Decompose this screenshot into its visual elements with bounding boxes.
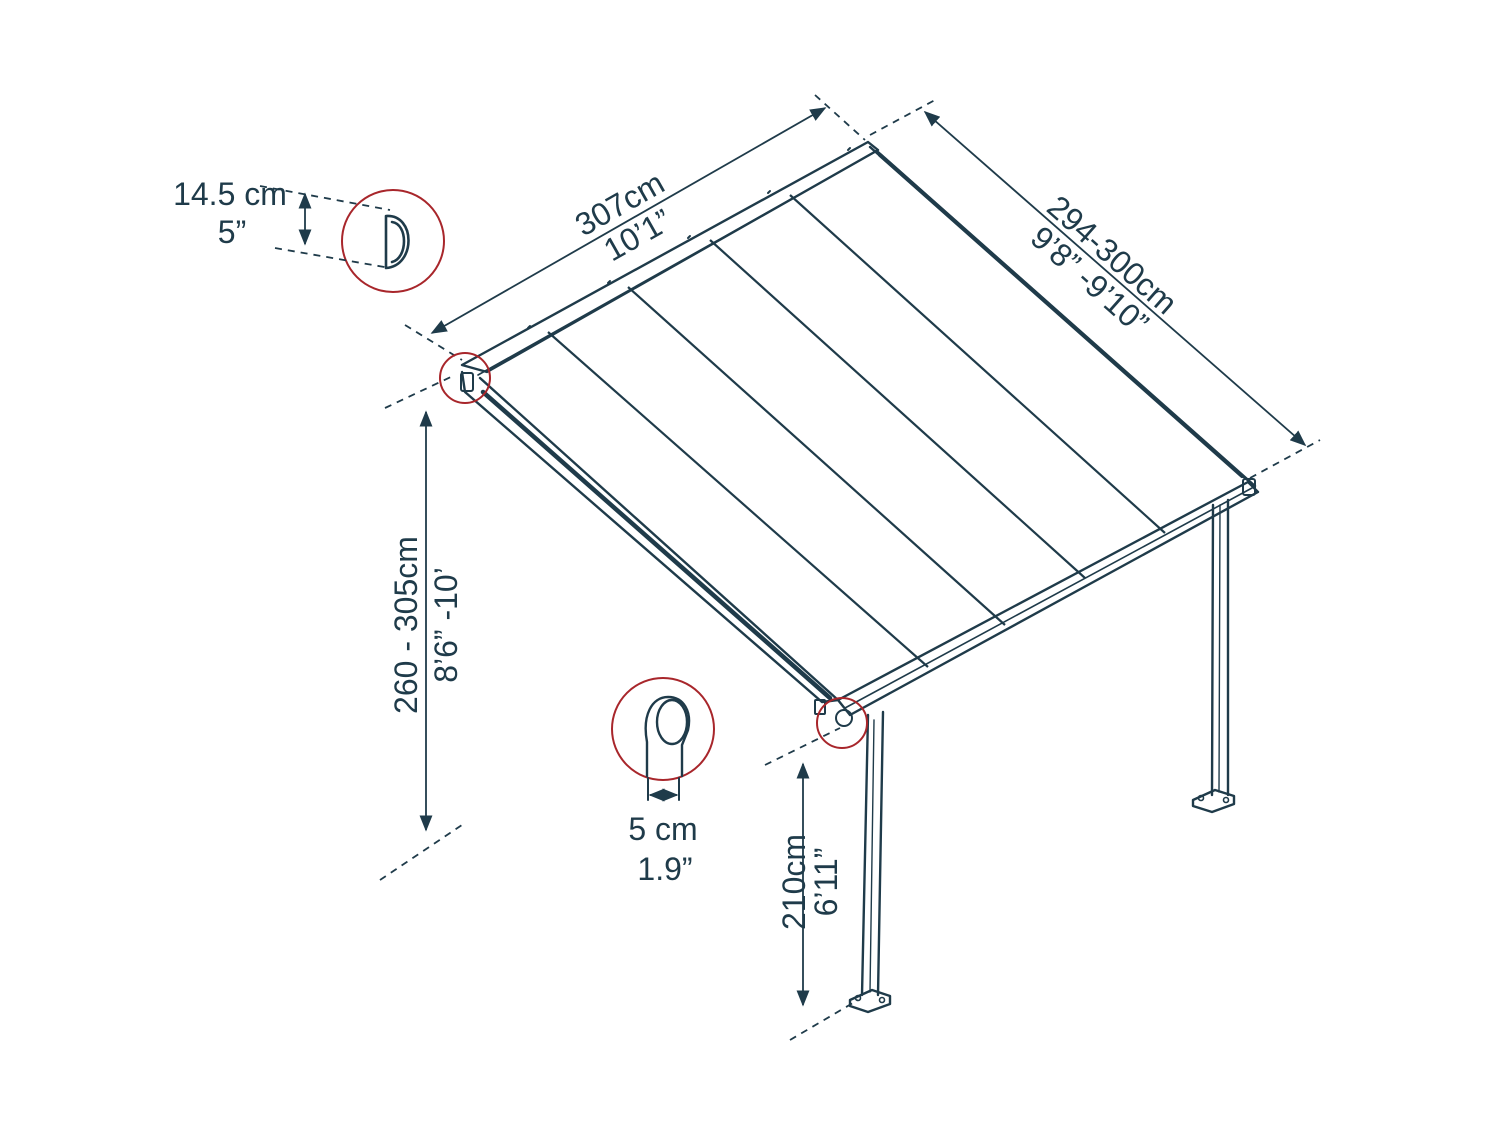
post-corner-detail-circle xyxy=(816,697,868,749)
depth-dimension: 294-300cm 9’8” -9’10” xyxy=(869,99,1321,479)
width-dimension: 307cm 10’1” xyxy=(404,94,866,361)
post-base-front xyxy=(848,988,892,1014)
beam-profile-callout: 14.5 cm 5” xyxy=(173,176,445,293)
post-base-back xyxy=(1191,788,1236,814)
wall-height-imperial-label: 8’6” -10’ xyxy=(428,567,464,683)
side-profile-left xyxy=(460,370,840,704)
wall-height-dimension: 260 - 305cm 8’6” -10’ xyxy=(379,374,464,881)
gutter-callout: 5 cm 1.9” xyxy=(611,677,715,887)
beam-callout-circle xyxy=(341,189,445,293)
posts xyxy=(848,498,1236,1014)
downpipe-icon xyxy=(644,695,691,778)
post-front xyxy=(848,710,892,1014)
wall-beam xyxy=(460,140,880,374)
gutter-imperial-label: 1.9” xyxy=(637,851,692,887)
post-back xyxy=(1191,498,1236,814)
gutter-metric-label: 5 cm xyxy=(628,811,697,847)
wall-corner-detail-circle xyxy=(439,352,491,404)
gutter-callout-circle xyxy=(611,677,715,781)
post-height-dimension: 210cm 6’11” xyxy=(764,727,859,1041)
beam-profile-imperial-label: 5” xyxy=(218,214,246,250)
post-height-imperial-label: 6’11” xyxy=(808,848,844,917)
panel-seam xyxy=(627,286,1006,626)
post-height-metric-label: 210cm xyxy=(776,834,812,930)
beam-profile-icon xyxy=(384,214,410,270)
wall-height-metric-label: 260 - 305cm xyxy=(388,536,424,714)
beam-profile-metric-label: 14.5 cm xyxy=(173,176,287,212)
panel-seam xyxy=(547,331,929,668)
